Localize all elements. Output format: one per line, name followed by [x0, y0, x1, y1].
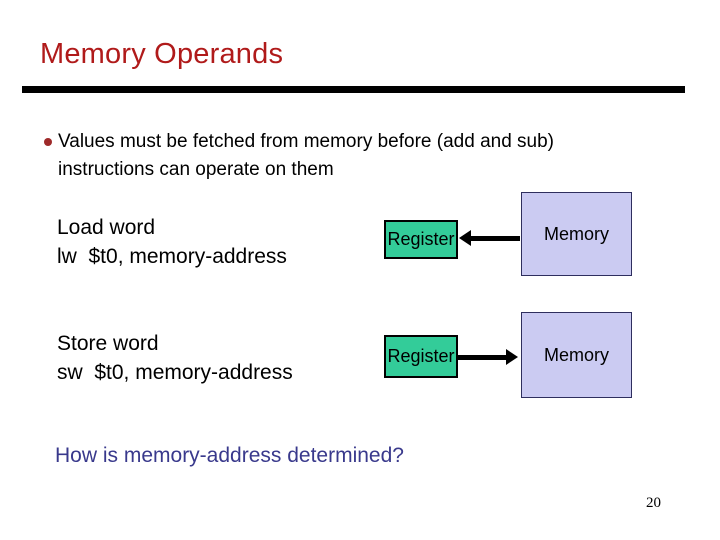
bullet-text-line1: Values must be fetched from memory befor…: [58, 131, 555, 152]
store-heading: Store word: [57, 332, 159, 355]
arrow-head: [459, 230, 471, 246]
load-instruction: lw $t0, memory-address: [57, 245, 287, 268]
store-register-box: Register: [384, 335, 458, 378]
store-memory-label: Memory: [543, 344, 609, 365]
bullet-item: Values must be fetched from memory befor…: [43, 128, 693, 184]
load-memory-box: Memory: [521, 192, 632, 276]
load-heading: Load word: [57, 216, 156, 239]
page-number: 20: [646, 495, 661, 511]
store-label-block: Store word sw $t0, memory-address: [57, 329, 387, 387]
bullet-text: Values must be fetched from memory befor…: [58, 128, 693, 184]
bullet-text-line2: instructions can operate on them: [58, 159, 334, 180]
store-memory-box: Memory: [521, 312, 632, 398]
title-divider: [22, 86, 685, 93]
arrow-shaft: [457, 354, 506, 360]
load-register-label: Register: [387, 229, 455, 249]
arrow-shaft: [471, 235, 520, 241]
load-memory-label: Memory: [543, 223, 609, 244]
load-label-block: Load word lw $t0, memory-address: [57, 213, 387, 271]
page-title: Memory Operands: [40, 38, 284, 70]
load-arrow-left-icon: [459, 230, 520, 246]
load-register-box: Register: [384, 220, 458, 259]
store-arrow-right-icon: [457, 349, 518, 365]
store-instruction: sw $t0, memory-address: [57, 361, 293, 384]
store-register-label: Register: [387, 346, 455, 366]
arrow-head: [506, 349, 518, 365]
bullet-dot-icon: [44, 138, 52, 146]
question-text: How is memory-address determined?: [55, 444, 404, 467]
